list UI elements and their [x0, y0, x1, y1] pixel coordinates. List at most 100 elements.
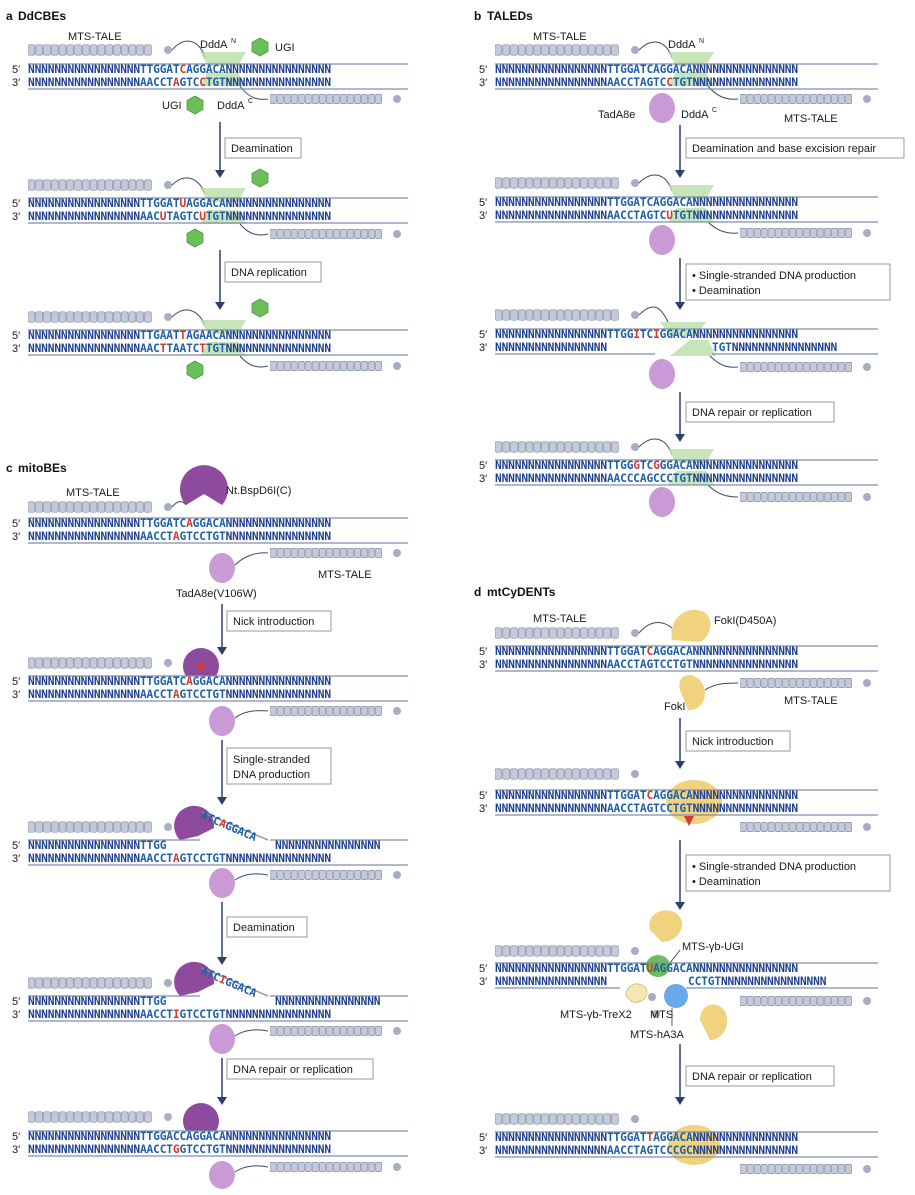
panel-d-row-3: MTS-γb-UGI 5′ 3′ NNNNNNNNNNNNNNNNNTTGGAT… — [479, 910, 878, 1041]
five-prime-label: 5′ — [12, 518, 20, 530]
tale-array — [28, 977, 152, 989]
tale-array — [740, 1163, 853, 1175]
five-prime-label: 5′ — [479, 963, 487, 975]
nickase-protein — [180, 465, 228, 505]
bottom-strand-sequence: NNNNNNNNNNNNNNNNNAACCTIGTCCTGTNNNNNNNNNN… — [28, 1008, 331, 1021]
five-prime-label: 5′ — [12, 676, 20, 688]
tale-cap — [393, 230, 401, 238]
tale-cap — [863, 493, 871, 501]
arrow-head — [215, 302, 225, 310]
step-label: DNA replication — [231, 267, 307, 279]
tale-array — [270, 228, 383, 240]
tale-array — [28, 501, 152, 513]
tale-array — [270, 360, 383, 372]
step-label: Nick introduction — [233, 616, 314, 628]
tale-cap — [393, 362, 401, 370]
tale-cap — [393, 707, 401, 715]
arrow-head — [217, 647, 227, 655]
mts-circle — [648, 993, 656, 1001]
step-box — [226, 610, 332, 632]
linker — [638, 438, 673, 456]
ugi-hexagon — [251, 168, 269, 188]
top-strand-sequence: NNNNNNNNNNNNNNNNNTTGGATCAGGACANNNNNNNNNN… — [28, 63, 331, 76]
tale-cap — [631, 311, 639, 319]
tale-label: MTS-TALE — [533, 31, 587, 43]
panel-b-row-1: MTS-TALE DddA N TadA8e DddA C MTS-TALE 5… — [479, 31, 878, 125]
bottom-strand-sequence-left: NNNNNNNNNNNNNNNNN — [495, 341, 607, 354]
tale-array — [495, 627, 619, 639]
foki-label: FokI — [664, 701, 685, 713]
five-prime-label: 5′ — [479, 329, 487, 341]
tale-array — [495, 44, 619, 56]
linker — [239, 223, 269, 236]
top-strand-sequence: NNNNNNNNNNNNNNNNNTTGGITCIGGACANNNNNNNNNN… — [495, 328, 798, 341]
top-strand-sequence: NNNNNNNNNNNNNNNNNTTGGATUAGGACANNNNNNNNNN… — [28, 197, 331, 210]
linker — [234, 1029, 269, 1037]
panel-c: c mitoBEs MTS-TALE Nt.BspD6I(C) 5′ 3′ NN… — [6, 461, 408, 1189]
tale-array — [495, 945, 619, 957]
three-prime-label: 3′ — [12, 689, 20, 701]
trex2-protein — [625, 983, 648, 1003]
ddda-n-half — [668, 185, 714, 199]
tale-cap — [863, 997, 871, 1005]
foki-dead-protein — [649, 910, 683, 942]
arrow-head — [675, 761, 685, 769]
three-prime-label: 3′ — [12, 211, 20, 223]
foki-protein — [679, 675, 705, 711]
top-strand-sequence: NNNNNNNNNNNNNNNNNTTGAATTAGAACANNNNNNNNNN… — [28, 329, 331, 342]
tale-array — [270, 1025, 383, 1037]
linker — [171, 309, 206, 326]
panel-d: d mtCyDENTs MTS-TALE FokI(D450A) 5′ 3′ N… — [474, 585, 891, 1175]
tale-array — [740, 995, 853, 1007]
linker — [171, 177, 206, 194]
step-label: • Single-stranded DNA production — [692, 270, 856, 282]
panel-a: a DdCBEs MTS-TALE DddA N UGI UGI DddA C … — [6, 9, 408, 380]
panel-b-row-2: 5′ 3′ NNNNNNNNNNNNNNNNNTTGGATCAGGACANNNN… — [479, 174, 878, 255]
trex2-label: MTS-γb-TreX2 — [560, 1009, 632, 1021]
linker — [234, 552, 269, 566]
step-label: Nick introduction — [692, 736, 773, 748]
five-prime-label: 5′ — [12, 330, 20, 342]
step-box — [685, 401, 835, 423]
ddda-c-label: DddA — [681, 109, 709, 121]
panel-a-row-1: MTS-TALE DddA N UGI UGI DddA C 5′ 3′ NNN… — [12, 31, 408, 115]
ddda-n-half — [200, 52, 246, 66]
linker — [171, 501, 187, 508]
tale-array — [270, 869, 383, 881]
tale-cap — [164, 659, 172, 667]
tale-cap — [164, 979, 172, 987]
nickase-protein — [183, 1103, 219, 1131]
linker — [239, 355, 269, 368]
foki-dead-label: FokI(D450A) — [714, 615, 776, 627]
linker — [638, 622, 673, 634]
panel-c-title: mitoBEs — [18, 461, 67, 475]
linker — [234, 873, 269, 881]
step-box — [226, 747, 332, 785]
tada-label: TadA8e(V106W) — [176, 588, 257, 600]
three-prime-label: 3′ — [479, 1145, 487, 1157]
tale-cap — [393, 871, 401, 879]
ugi-protein — [646, 955, 670, 977]
tada-protein — [649, 359, 675, 389]
panel-b: b TALEDs MTS-TALE DddA N TadA8e DddA C M… — [474, 9, 905, 517]
arrow-head — [675, 1097, 685, 1105]
bottom-strand-sequence: NNNNNNNNNNNNNNNNNAACCTGGTCCTGTNNNNNNNNNN… — [28, 1143, 331, 1156]
step-box — [224, 261, 322, 283]
ugi-hexagon — [186, 228, 204, 248]
tale-array — [270, 1161, 383, 1173]
panel-a-row-2: 5′ 3′ NNNNNNNNNNNNNNNNNTTGGATUAGGACANNNN… — [12, 168, 408, 248]
tale-cap — [863, 679, 871, 687]
callout-line — [669, 949, 681, 964]
top-strand-sequence: NNNNNNNNNNNNNNNNNTTGGATCAGGACANNNNNNNNNN… — [28, 675, 331, 688]
tale-cap — [631, 947, 639, 955]
ddda-c-half — [668, 72, 714, 86]
step-label: • Single-stranded DNA production — [692, 861, 856, 873]
three-prime-label: 3′ — [12, 1144, 20, 1156]
five-prime-label: 5′ — [12, 996, 20, 1008]
step-label: • Deamination — [692, 285, 761, 297]
linker — [234, 710, 269, 719]
three-prime-label: 3′ — [12, 853, 20, 865]
panel-c-row-4: ATCIGGACA 5′ 3′ NNNNNNNNNNNNNNNNNTTGG NN… — [12, 961, 408, 1054]
three-prime-label: 3′ — [12, 343, 20, 355]
